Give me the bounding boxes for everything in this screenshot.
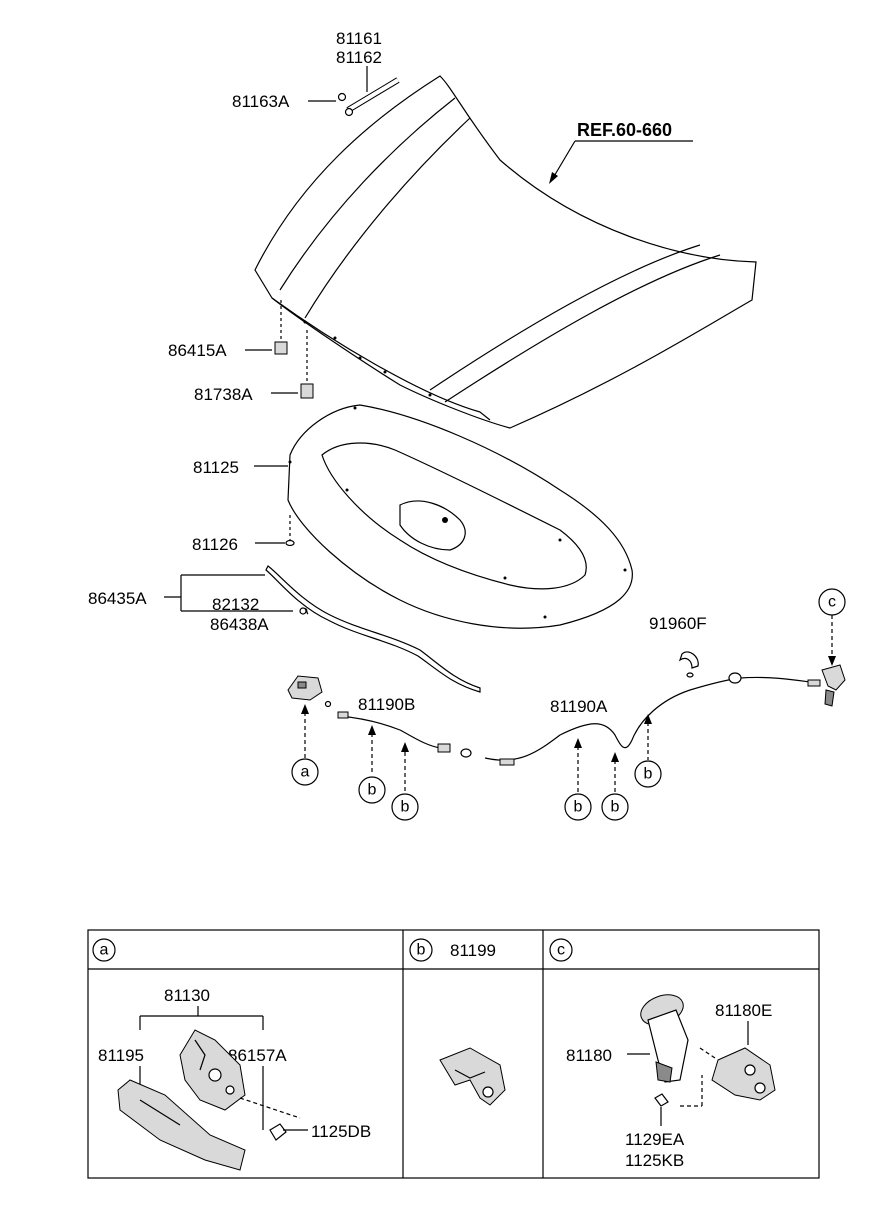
label-81199: 81199 — [450, 941, 496, 960]
label-1125DB: 1125DB — [311, 1122, 371, 1141]
label-81738A: 81738A — [194, 385, 253, 404]
callout-b-2: b — [391, 742, 419, 821]
callout-b-3: b — [564, 738, 592, 821]
label-82132: 82132 — [212, 595, 259, 614]
svg-text:c: c — [828, 594, 836, 611]
callout-b-4: b — [601, 752, 629, 821]
release-cable-a — [484, 672, 811, 766]
latch-bracket-detail — [117, 1079, 246, 1171]
hood-latch-small — [287, 675, 332, 708]
callout-c-main: c — [818, 588, 846, 616]
release-handle-detail — [640, 994, 689, 1083]
label-86435A: 86435A — [88, 589, 147, 608]
screw-detail — [654, 1093, 669, 1107]
label-86157A: 86157A — [228, 1046, 287, 1065]
label-81130: 81130 — [164, 986, 210, 1005]
svg-text:b: b — [417, 942, 426, 959]
label-81162: 81162 — [336, 48, 382, 67]
svg-text:b: b — [401, 799, 410, 816]
bolt-detail — [269, 1123, 287, 1141]
hood-panel — [254, 75, 757, 429]
label-81195: 81195 — [98, 1046, 144, 1065]
label-91960F: 91960F — [649, 614, 707, 633]
table-header-a: a — [92, 938, 116, 962]
svg-text:b: b — [368, 782, 377, 799]
label-81125: 81125 — [193, 458, 239, 477]
svg-text:c: c — [557, 942, 565, 959]
release-handle-small — [807, 664, 846, 707]
label-81180: 81180 — [566, 1046, 612, 1065]
callout-b-1: b — [358, 725, 386, 804]
label-81190B: 81190B — [358, 695, 415, 714]
label-1129EA: 1129EA — [625, 1130, 685, 1149]
detail-table — [87, 929, 820, 1179]
release-cable-b — [337, 711, 472, 758]
svg-text:b: b — [644, 766, 653, 783]
label-86438A: 86438A — [210, 615, 269, 634]
callout-a-main: a — [291, 758, 319, 786]
hood-strut — [337, 77, 400, 117]
label-81190A: 81190A — [550, 697, 608, 716]
label-1125KB: 1125KB — [625, 1151, 684, 1170]
svg-text:b: b — [574, 799, 583, 816]
hood-insulator — [287, 404, 633, 629]
label-ref: REF.60-660 — [577, 120, 672, 140]
cable-clip — [678, 651, 699, 669]
table-header-c: c — [549, 938, 573, 962]
callout-b-5: b — [634, 714, 662, 788]
label-81180E: 81180E — [715, 1001, 772, 1020]
hood-latch-detail — [179, 1029, 246, 1111]
label-81161: 81161 — [336, 29, 382, 48]
svg-text:a: a — [100, 942, 109, 959]
svg-text:b: b — [611, 799, 620, 816]
cable-clip-detail — [439, 1047, 506, 1106]
hood-bumpers — [274, 300, 314, 399]
svg-text:a: a — [301, 764, 310, 781]
table-header-b: b 81199 — [409, 938, 496, 962]
label-81163A: 81163A — [232, 92, 290, 111]
label-86415A: 86415A — [168, 341, 227, 360]
label-81126: 81126 — [192, 535, 238, 554]
handle-bracket-detail — [711, 1047, 776, 1101]
